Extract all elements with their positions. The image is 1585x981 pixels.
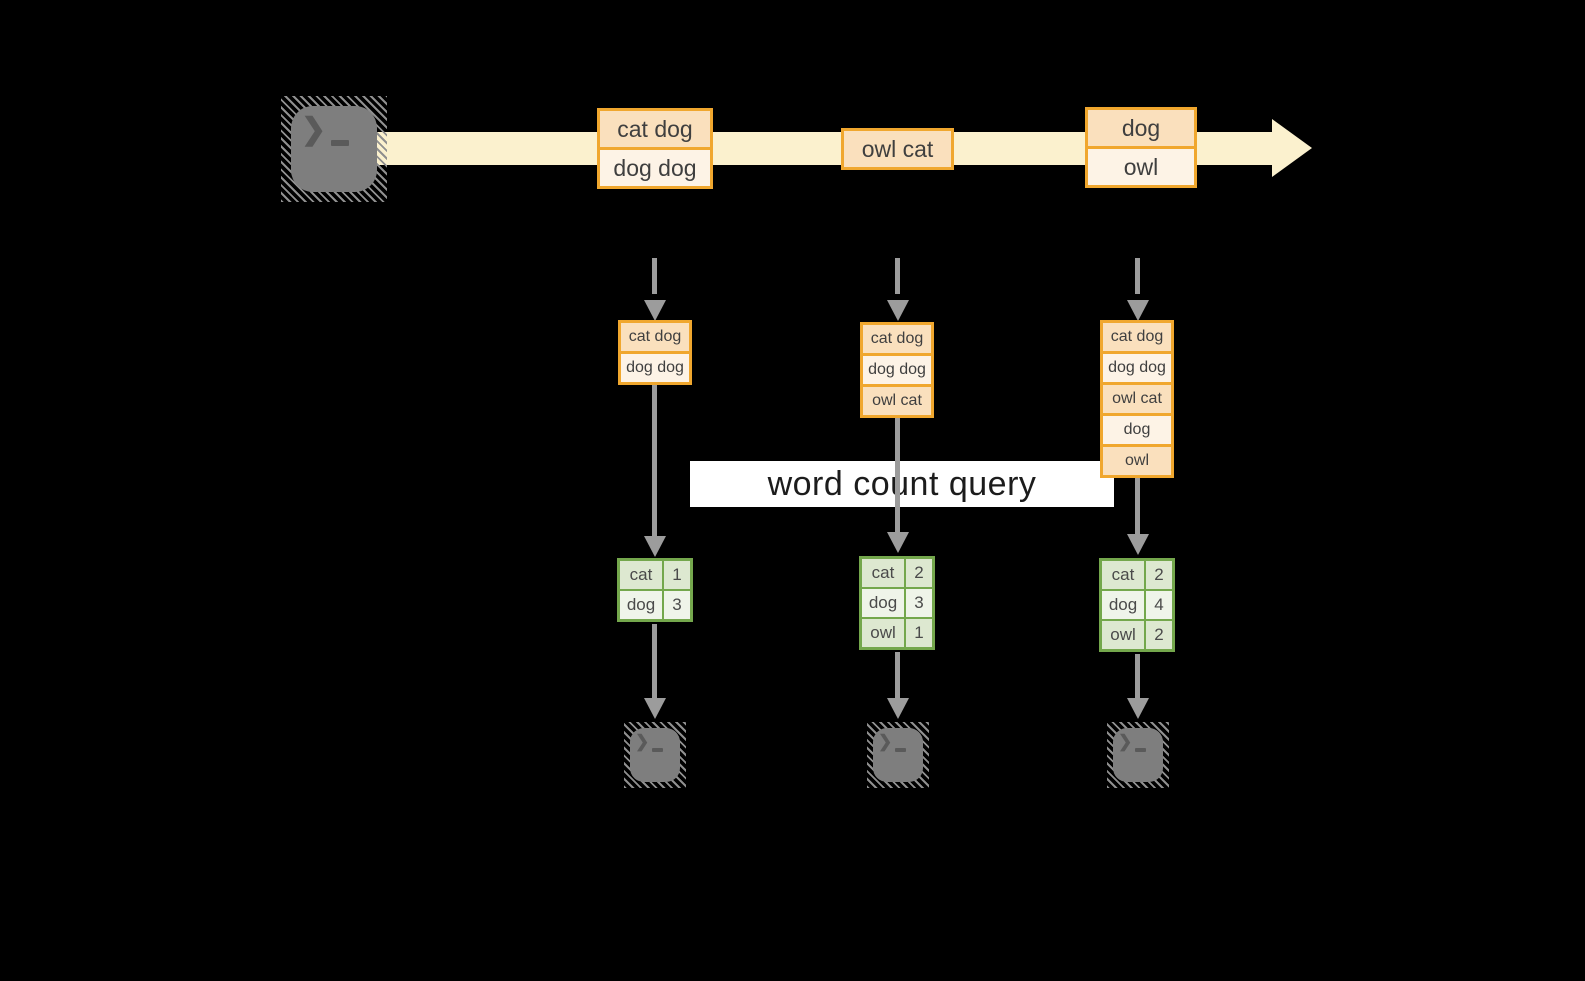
stream-arrowhead-icon — [1272, 119, 1312, 177]
table-row: dog 4 — [1102, 591, 1172, 619]
prompt-underscore-icon — [895, 748, 906, 752]
count-table-2: cat 2 dog 3 owl 1 — [859, 556, 935, 650]
word-cell: dog — [620, 591, 662, 619]
prompt-chevron-icon: ❯ — [301, 113, 327, 146]
record: cat dog — [1103, 323, 1171, 351]
record: dog — [1103, 416, 1171, 444]
table-row: owl 1 — [862, 619, 932, 647]
prompt-chevron-icon: ❯ — [878, 732, 893, 751]
terminal-body — [1113, 728, 1163, 782]
record: dog dog — [863, 356, 931, 384]
input-buffer-1: cat dog dog dog — [618, 320, 692, 385]
dashed-arrow-line — [652, 258, 657, 294]
prompt-underscore-icon — [1135, 748, 1146, 752]
record: dog — [1088, 110, 1194, 146]
input-buffer-2: cat dog dog dog owl cat — [860, 322, 934, 418]
sink-terminal-icon: ❯ — [867, 722, 929, 788]
count-cell: 1 — [664, 561, 690, 589]
word-cell: owl — [1102, 621, 1144, 649]
record: cat dog — [863, 325, 931, 353]
word-cell: dog — [862, 589, 904, 617]
record: owl cat — [1103, 385, 1171, 413]
word-cell: cat — [1102, 561, 1144, 589]
stream-batch-1: cat dog dog dog — [597, 108, 713, 189]
terminal-body — [630, 728, 680, 782]
count-cell: 2 — [1146, 561, 1172, 589]
record: cat dog — [621, 323, 689, 351]
terminal-body — [873, 728, 923, 782]
flow-arrow-head-icon — [1127, 534, 1149, 555]
count-table-1: cat 1 dog 3 — [617, 558, 693, 622]
flow-arrow-line — [652, 624, 657, 698]
stream-batch-2: owl cat — [841, 128, 954, 170]
word-cell: cat — [862, 559, 904, 587]
record: owl — [1103, 447, 1171, 475]
count-cell: 1 — [906, 619, 932, 647]
flow-arrow-head-icon — [644, 698, 666, 719]
record: dog dog — [621, 354, 689, 382]
dashed-arrow-head-icon — [887, 300, 909, 321]
count-cell: 4 — [1146, 591, 1172, 619]
stream-batch-3: dog owl — [1085, 107, 1197, 188]
count-table-3: cat 2 dog 4 owl 2 — [1099, 558, 1175, 652]
table-row: dog 3 — [862, 589, 932, 617]
count-cell: 2 — [906, 559, 932, 587]
flow-arrow-line — [1135, 475, 1140, 534]
flow-arrow-head-icon — [1127, 698, 1149, 719]
query-operator-label: word count query — [690, 461, 1114, 507]
record: dog dog — [600, 150, 710, 186]
flow-arrow-head-icon — [887, 532, 909, 553]
prompt-chevron-icon: ❯ — [1118, 732, 1133, 751]
count-cell: 2 — [1146, 621, 1172, 649]
table-row: cat 1 — [620, 561, 690, 589]
source-terminal-icon: ❯ — [281, 96, 387, 202]
sink-terminal-icon: ❯ — [1107, 722, 1169, 788]
dashed-arrow-line — [895, 258, 900, 294]
dashed-arrow-head-icon — [1127, 300, 1149, 321]
flow-arrow-line — [652, 385, 657, 536]
flow-arrow-line — [895, 417, 900, 532]
word-cell: owl — [862, 619, 904, 647]
prompt-chevron-icon: ❯ — [635, 732, 650, 751]
terminal-body — [291, 106, 377, 192]
record: dog dog — [1103, 354, 1171, 382]
flow-arrow-line — [1135, 654, 1140, 698]
flow-arrow-head-icon — [887, 698, 909, 719]
prompt-underscore-icon — [652, 748, 663, 752]
prompt-underscore-icon — [331, 140, 349, 146]
flow-arrow-head-icon — [644, 536, 666, 557]
count-cell: 3 — [906, 589, 932, 617]
count-cell: 3 — [664, 591, 690, 619]
record: cat dog — [600, 111, 710, 147]
input-buffer-3: cat dog dog dog owl cat dog owl — [1100, 320, 1174, 478]
record: owl cat — [863, 387, 931, 415]
table-row: cat 2 — [862, 559, 932, 587]
dashed-arrow-line — [1135, 258, 1140, 294]
table-row: dog 3 — [620, 591, 690, 619]
table-row: owl 2 — [1102, 621, 1172, 649]
record: owl — [1088, 149, 1194, 185]
table-row: cat 2 — [1102, 561, 1172, 589]
word-cell: dog — [1102, 591, 1144, 619]
record: owl cat — [844, 131, 951, 167]
dashed-arrow-head-icon — [644, 300, 666, 321]
word-cell: cat — [620, 561, 662, 589]
flow-arrow-line — [895, 652, 900, 698]
sink-terminal-icon: ❯ — [624, 722, 686, 788]
